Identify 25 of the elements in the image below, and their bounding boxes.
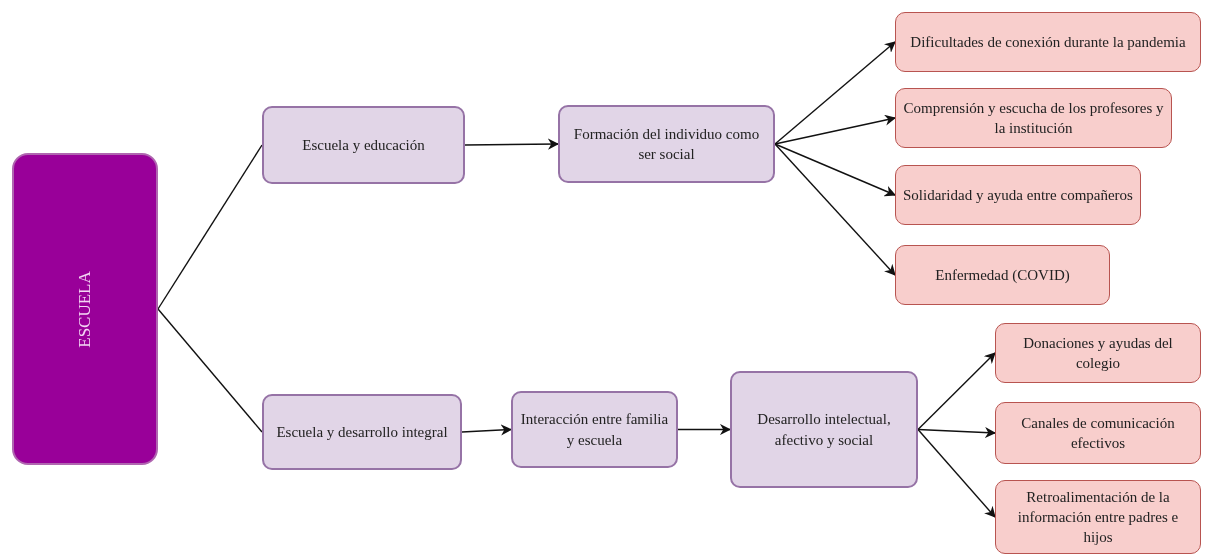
arrow	[917, 426, 997, 439]
arrow	[917, 428, 996, 518]
arrow	[774, 114, 897, 145]
concept-box: Retroalimentación de la información entre padres e hijos	[995, 480, 1201, 554]
concept-box: Dificultades de conexión durante la pandemia	[895, 12, 1201, 72]
concept-box: Escuela y educación	[262, 106, 465, 184]
arrow	[774, 143, 896, 276]
arrow	[917, 352, 996, 431]
concept-box: Formación del individuo como ser social	[558, 105, 775, 183]
concept-box: Interacción entre familia y escuela	[511, 391, 678, 468]
arrow	[464, 138, 560, 150]
concept-box: Donaciones y ayudas del colegio	[995, 323, 1201, 383]
concept-box: Escuela y desarrollo integral	[262, 394, 462, 470]
arrow	[677, 423, 732, 436]
connector-line	[157, 308, 263, 433]
topic-box: ESCUELA	[12, 153, 158, 465]
arrow	[774, 41, 896, 145]
arrow	[774, 143, 897, 197]
concept-box: Canales de comunicación efectivos	[995, 402, 1201, 464]
concept-box: Solidaridad y ayuda entre compañeros	[895, 165, 1141, 225]
connector-line	[157, 144, 263, 310]
concept-box: Desarrollo intelectual, afectivo y social	[730, 371, 918, 488]
concept-box: Enfermedad (COVID)	[895, 245, 1110, 305]
arrow	[461, 424, 513, 436]
concept-box: Comprensión y escucha de los profesores y la institución	[895, 88, 1172, 148]
